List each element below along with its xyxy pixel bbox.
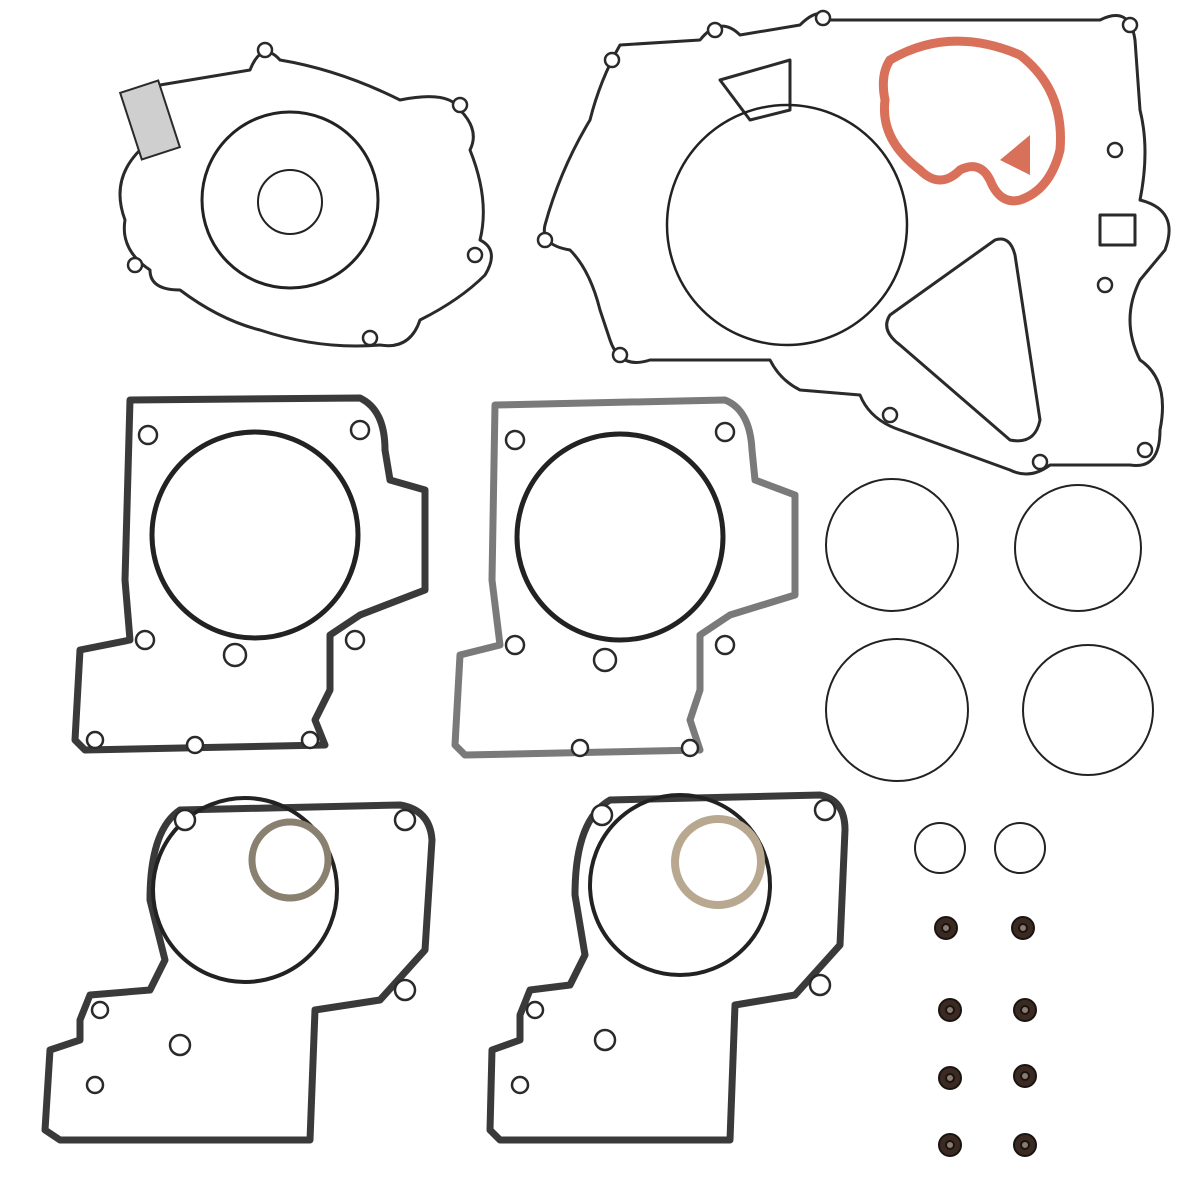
valve-stem-seals: [934, 916, 1037, 1157]
cover-o-ring: [200, 110, 380, 290]
base-gasket-bore-right: [588, 793, 772, 977]
o-ring-1: [825, 478, 959, 612]
valve-seal: [934, 916, 958, 940]
valve-seal: [1013, 1133, 1037, 1157]
cylinder-head-gasket-right: [451, 396, 799, 759]
o-ring-2: [1014, 484, 1142, 612]
o-ring-3: [825, 638, 969, 782]
small-o-ring: [257, 169, 323, 235]
dowel-ring-right: [671, 815, 765, 909]
valve-seal: [1013, 1064, 1037, 1088]
small-o-ring-1: [914, 822, 966, 874]
valve-seal: [938, 1066, 962, 1090]
valve-seal: [1013, 998, 1037, 1022]
valve-seal: [938, 1133, 962, 1157]
o-ring-4: [1022, 644, 1154, 776]
valve-seal: [1011, 916, 1035, 940]
crankcase-gasket: [536, 9, 1171, 476]
cylinder-base-gasket-right: [486, 791, 849, 1144]
head-gasket-bore-left: [149, 429, 361, 641]
head-gasket-bore-right: [514, 431, 726, 643]
small-o-ring-2: [994, 822, 1046, 874]
dowel-ring-left: [248, 818, 332, 902]
triangle-gasket: [885, 237, 1042, 443]
valve-seal: [938, 998, 962, 1022]
clutch-cover-o-ring: [665, 103, 909, 347]
water-pump-gasket: [878, 36, 1065, 206]
cylinder-base-gasket-left: [41, 796, 436, 1144]
cover-gasket: [118, 41, 493, 348]
base-gasket-bore-left: [151, 796, 339, 984]
cylinder-head-gasket-left: [71, 394, 429, 755]
water-pump-gasket-tab: [1000, 135, 1030, 175]
